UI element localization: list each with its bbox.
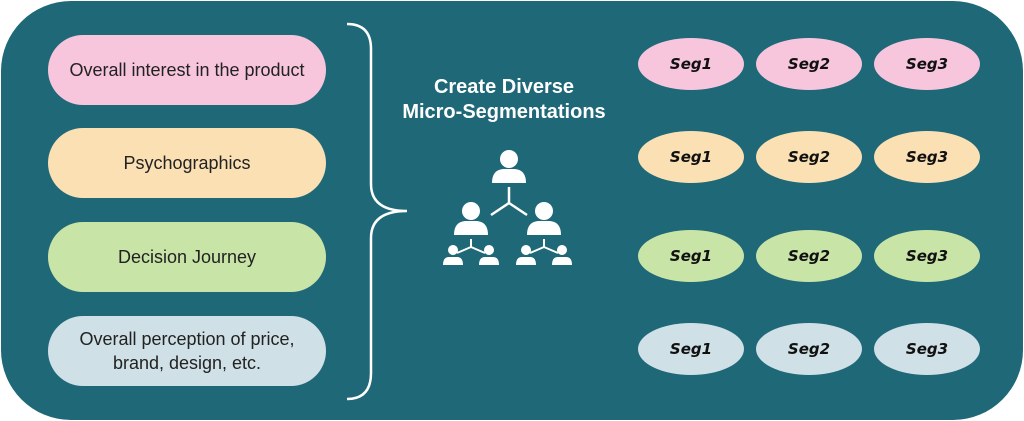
hierarchy-people-icon	[443, 150, 572, 265]
segment-label: Seg2	[787, 247, 831, 265]
segment-label: Seg2	[787, 148, 831, 166]
segment-oval: Seg2	[756, 323, 862, 375]
segment-label: Seg1	[669, 148, 713, 166]
category-perception: Overall perception of price, brand, desi…	[48, 316, 326, 386]
segment-label: Seg1	[669, 247, 713, 265]
segment-label: Seg3	[905, 247, 949, 265]
category-label: Psychographics	[123, 152, 251, 173]
segment-oval: Seg3	[874, 323, 980, 375]
segment-label: Seg1	[669, 340, 713, 358]
segment-oval: Seg1	[638, 131, 744, 183]
category-label: Decision Journey	[117, 246, 257, 267]
segment-label: Seg2	[787, 340, 831, 358]
category-decision-journey: Decision Journey	[48, 222, 326, 292]
category-label: Overall perception of price, brand, desi…	[79, 328, 295, 373]
segment-label: Seg3	[905, 148, 949, 166]
segment-oval: Seg3	[874, 131, 980, 183]
segment-oval: Seg1	[638, 230, 744, 282]
segment-oval: Seg2	[756, 230, 862, 282]
segment-oval: Seg3	[874, 230, 980, 282]
segment-oval: Seg3	[874, 38, 980, 90]
heading-line-1: Create Diverse	[433, 76, 575, 98]
segment-oval: Seg2	[756, 38, 862, 90]
segment-label: Seg2	[787, 55, 831, 73]
heading-line-2: Micro-Segmentations	[402, 101, 606, 123]
category-label: Overall interest in the product	[69, 59, 305, 80]
segment-oval: Seg2	[756, 131, 862, 183]
heading: Create Diverse Micro-Segmentations	[384, 75, 624, 125]
curly-brace-icon	[346, 22, 408, 401]
segment-oval: Seg1	[638, 38, 744, 90]
segment-label: Seg3	[905, 340, 949, 358]
category-interest: Overall interest in the product	[48, 35, 326, 105]
segment-oval: Seg1	[638, 323, 744, 375]
category-psychographics: Psychographics	[48, 128, 326, 198]
segment-label: Seg1	[669, 55, 713, 73]
segment-label: Seg3	[905, 55, 949, 73]
